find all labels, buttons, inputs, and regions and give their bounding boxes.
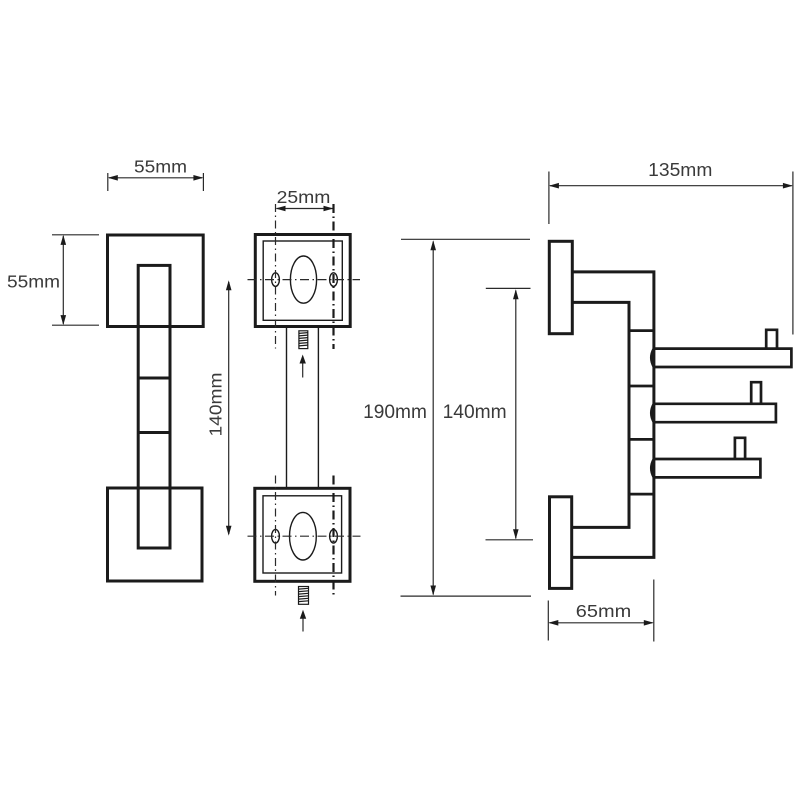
svg-text:140mm: 140mm: [205, 373, 225, 437]
svg-text:55mm: 55mm: [134, 157, 187, 177]
svg-text:65mm: 65mm: [576, 601, 631, 621]
svg-text:190mm: 190mm: [363, 401, 427, 423]
svg-text:55mm: 55mm: [7, 272, 60, 292]
svg-text:25mm: 25mm: [277, 187, 331, 207]
svg-text:140mm: 140mm: [443, 401, 507, 423]
svg-text:135mm: 135mm: [648, 159, 712, 180]
